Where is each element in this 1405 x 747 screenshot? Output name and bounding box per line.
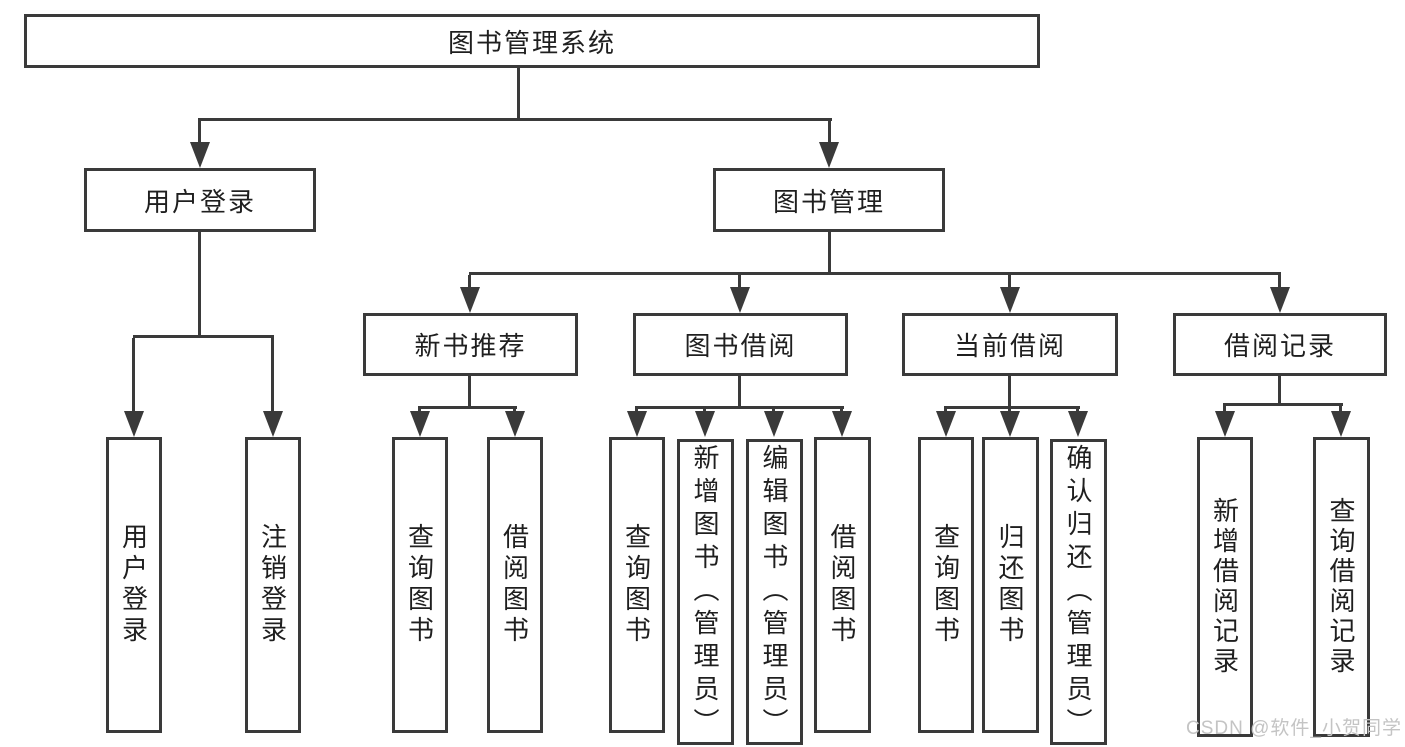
leaf-logout: 注销登录 bbox=[245, 437, 301, 733]
connector-level2-rail bbox=[469, 272, 1281, 275]
node-book-borrow-label: 图书借阅 bbox=[684, 331, 797, 361]
arrowhead-bb-borrow bbox=[832, 411, 852, 437]
node-book-mgmt: 图书管理 bbox=[713, 168, 945, 232]
arrowhead-bb-edit bbox=[764, 411, 784, 437]
connector-new-rec-rail bbox=[419, 406, 517, 409]
leaf-user-login: 用户登录 bbox=[106, 437, 162, 733]
connector-drop-current-borrow bbox=[1008, 275, 1011, 287]
arrowhead-br-add bbox=[1215, 411, 1235, 437]
leaf-query-borrow-record: 查询借阅记录 bbox=[1313, 437, 1370, 737]
leaf-newrec-borrow-books-label: 借阅图书 bbox=[499, 523, 530, 647]
leaf-borrow-query-books: 查询图书 bbox=[609, 437, 665, 733]
leaf-return-books-label: 归还图书 bbox=[995, 523, 1025, 647]
leaf-borrow-query-books-label: 查询图书 bbox=[621, 523, 652, 647]
leaf-borrow-borrow-books-label: 借阅图书 bbox=[827, 523, 857, 647]
node-current-borrow: 当前借阅 bbox=[902, 313, 1118, 376]
connector-user-login-stub bbox=[198, 232, 201, 335]
connector-drop-new-rec bbox=[468, 275, 471, 287]
leaf-edit-books-admin-label: 编辑图书（管理员） bbox=[759, 443, 789, 741]
connector-drop-br-add bbox=[1223, 403, 1226, 413]
connector-drop-cb-confirm bbox=[1076, 406, 1079, 414]
connector-drop-borrow-records bbox=[1278, 275, 1281, 287]
connector-drop-cb-query bbox=[944, 406, 947, 414]
leaf-current-query-books-label: 查询图书 bbox=[930, 523, 961, 647]
connector-drop-leaf-logout bbox=[271, 338, 274, 411]
connector-drop-book-mgmt bbox=[828, 121, 831, 142]
node-new-rec-label: 新书推荐 bbox=[414, 331, 527, 361]
leaf-add-borrow-record: 新增借阅记录 bbox=[1197, 437, 1253, 737]
leaf-newrec-query-books-label: 查询图书 bbox=[404, 523, 435, 647]
arrowhead-leaf-login bbox=[124, 411, 144, 437]
leaf-return-books: 归还图书 bbox=[982, 437, 1039, 733]
leaf-add-borrow-record-label: 新增借阅记录 bbox=[1209, 497, 1240, 677]
connector-root-stub bbox=[517, 66, 520, 118]
node-user-login: 用户登录 bbox=[84, 168, 316, 232]
connector-drop-book-borrow bbox=[738, 275, 741, 287]
node-root: 图书管理系统 bbox=[24, 14, 1040, 68]
leaf-newrec-borrow-books: 借阅图书 bbox=[487, 437, 543, 733]
leaf-logout-label: 注销登录 bbox=[257, 523, 288, 647]
leaf-add-books-admin-label: 新增图书（管理员） bbox=[690, 443, 720, 741]
leaf-confirm-return-admin-label: 确认归还（管理员） bbox=[1063, 443, 1093, 741]
connector-drop-cb-return bbox=[1008, 406, 1011, 414]
leaf-current-query-books: 查询图书 bbox=[918, 437, 974, 733]
node-root-label: 图书管理系统 bbox=[447, 27, 616, 58]
arrowhead-bb-query bbox=[627, 411, 647, 437]
connector-book-mgmt-stub bbox=[828, 232, 831, 272]
arrowhead-book-borrow bbox=[730, 287, 750, 313]
connector-book-borrow-rail bbox=[636, 406, 844, 409]
csdn-watermark: CSDN @软件_小贺同学 bbox=[1186, 718, 1402, 739]
node-borrow-records: 借阅记录 bbox=[1173, 313, 1387, 376]
arrowhead-borrow-records bbox=[1270, 287, 1290, 313]
arrowhead-nr-query bbox=[410, 411, 430, 437]
arrowhead-br-query bbox=[1331, 411, 1351, 437]
connector-book-borrow-stub bbox=[738, 376, 741, 406]
arrowhead-leaf-logout bbox=[263, 411, 283, 437]
leaf-confirm-return-admin: 确认归还（管理员） bbox=[1050, 439, 1107, 745]
connector-drop-br-query bbox=[1339, 403, 1342, 413]
arrowhead-new-rec bbox=[460, 287, 480, 313]
arrowhead-current-borrow bbox=[1000, 287, 1020, 313]
connector-level1-rail bbox=[198, 118, 832, 121]
connector-drop-bb-add bbox=[703, 406, 706, 414]
leaf-query-borrow-record-label: 查询借阅记录 bbox=[1326, 497, 1356, 677]
node-book-mgmt-label: 图书管理 bbox=[772, 186, 885, 217]
node-new-rec: 新书推荐 bbox=[363, 313, 578, 376]
connector-drop-leaf-login bbox=[132, 338, 135, 411]
arrowhead-cb-return bbox=[1000, 411, 1020, 437]
leaf-newrec-query-books: 查询图书 bbox=[392, 437, 448, 733]
node-current-borrow-label: 当前借阅 bbox=[953, 331, 1066, 361]
arrowhead-cb-confirm bbox=[1068, 411, 1088, 437]
connector-borrow-records-stub bbox=[1278, 376, 1281, 403]
connector-current-borrow-rail bbox=[945, 406, 1080, 409]
node-borrow-records-label: 借阅记录 bbox=[1223, 331, 1336, 361]
arrowhead-cb-query bbox=[936, 411, 956, 437]
connector-drop-bb-query bbox=[635, 406, 638, 414]
connector-drop-bb-borrow bbox=[840, 406, 843, 414]
connector-new-rec-stub bbox=[468, 376, 471, 406]
leaf-user-login-label: 用户登录 bbox=[118, 523, 149, 647]
connector-user-login-rail bbox=[133, 335, 274, 338]
arrowhead-book-mgmt bbox=[819, 142, 839, 168]
node-user-login-label: 用户登录 bbox=[143, 186, 256, 217]
node-book-borrow: 图书借阅 bbox=[633, 313, 848, 376]
connector-current-borrow-stub bbox=[1008, 376, 1011, 406]
connector-drop-bb-edit bbox=[772, 406, 775, 414]
arrowhead-bb-add bbox=[695, 411, 715, 437]
connector-borrow-records-rail bbox=[1224, 403, 1343, 406]
connector-drop-nr-borrow bbox=[513, 406, 516, 414]
arrowhead-user-login bbox=[190, 142, 210, 168]
connector-drop-user-login bbox=[198, 121, 201, 142]
leaf-add-books-admin: 新增图书（管理员） bbox=[677, 439, 734, 745]
leaf-edit-books-admin: 编辑图书（管理员） bbox=[746, 439, 803, 745]
arrowhead-nr-borrow bbox=[505, 411, 525, 437]
connector-drop-nr-query bbox=[418, 406, 421, 414]
leaf-borrow-borrow-books: 借阅图书 bbox=[814, 437, 871, 733]
